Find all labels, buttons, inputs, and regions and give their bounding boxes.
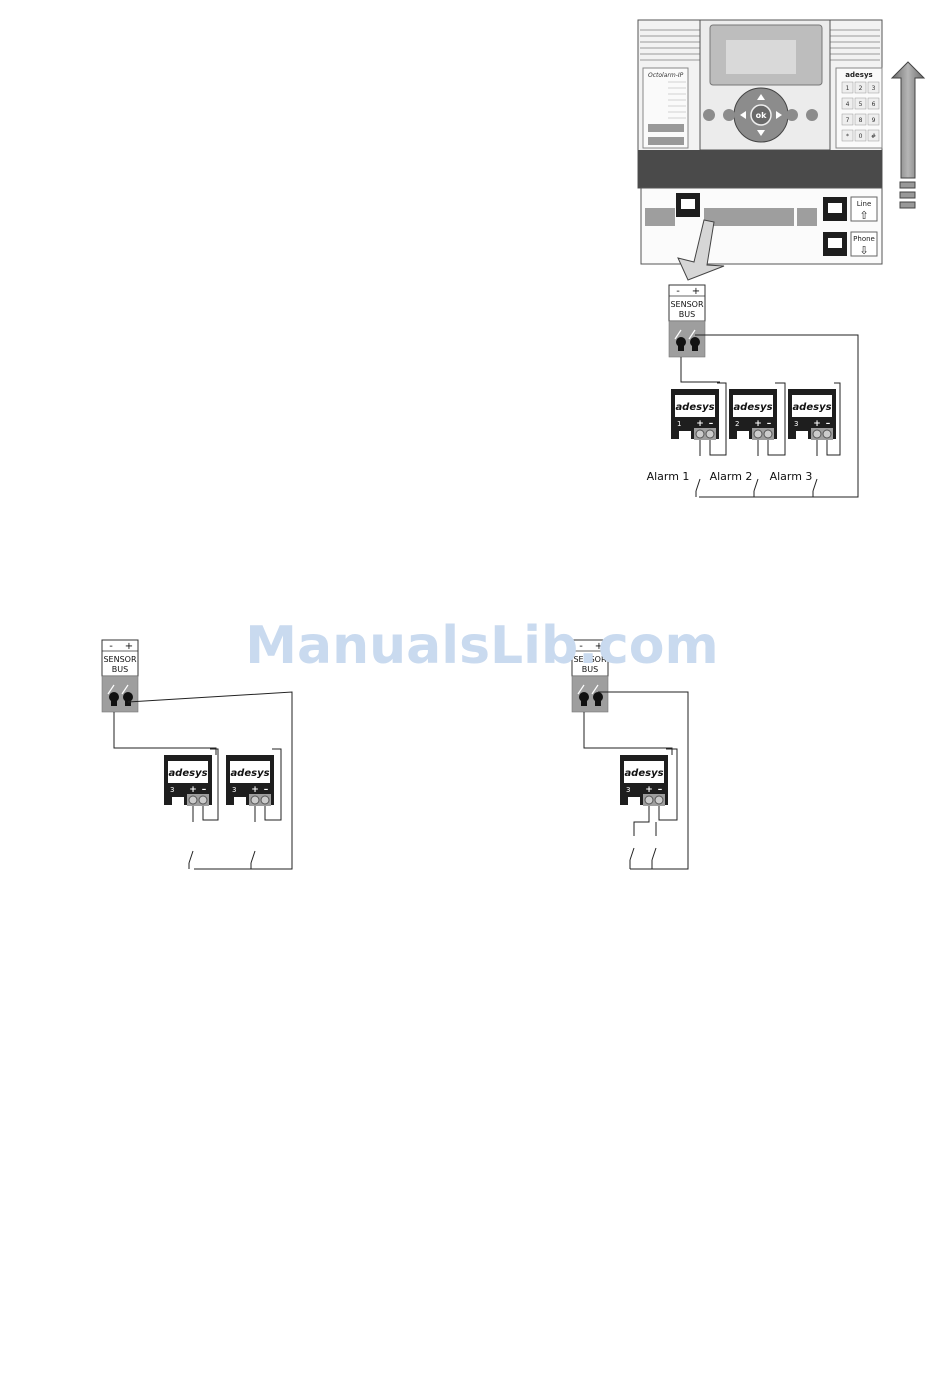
keypad-key-label: 6: [872, 101, 876, 108]
module-minus-label: –: [767, 419, 772, 429]
module-brand-logo: adesys: [230, 768, 269, 779]
module-plus-screw[interactable]: [813, 430, 821, 438]
module-minus-label: –: [658, 785, 663, 795]
adesys-module: adesys 3 +–: [226, 755, 274, 806]
module-number: 2: [735, 420, 739, 428]
alarm-label: Alarm 1: [647, 470, 690, 483]
alarm-device: Octolarm-IP ok adesys 1 2 3 4 5 6 7 8 9 * 0 #: [638, 20, 882, 280]
module-minus-screw[interactable]: [764, 430, 772, 438]
keypad-key-label: 4: [846, 101, 850, 108]
bus-label-line1: SENSOR: [103, 655, 136, 664]
mount-direction-arrow-icon: [892, 62, 924, 208]
bus-label-line2: BUS: [112, 665, 128, 674]
bus-minus-label: -: [676, 286, 680, 297]
wire: [114, 712, 216, 755]
module-plus-label: +: [813, 419, 821, 429]
module-minus-label: –: [202, 785, 207, 795]
keypad-key-label: #: [871, 133, 876, 140]
adesys-module: adesys 3 +–: [620, 755, 668, 806]
alarm-label: Alarm 3: [770, 470, 813, 483]
soft-key-2[interactable]: [723, 109, 735, 121]
alarm-label: Alarm 2: [710, 470, 753, 483]
module-number: 3: [232, 786, 236, 794]
module-number: 3: [170, 786, 174, 794]
phone-label: Phone: [853, 235, 875, 243]
module-number: 3: [794, 420, 798, 428]
module-plus-screw[interactable]: [645, 796, 653, 804]
module-minus-screw[interactable]: [199, 796, 207, 804]
wire: [681, 357, 720, 382]
alarm-contact-switch: [696, 440, 700, 497]
module-minus-label: –: [709, 419, 714, 429]
module-minus-screw[interactable]: [823, 430, 831, 438]
keypad-key-label: 3: [872, 85, 876, 92]
keypad-key-label: 0: [859, 133, 863, 140]
channel-panel: [643, 68, 688, 148]
keypad-key-label: 7: [846, 117, 850, 124]
alarm-contact-switch: [251, 806, 255, 869]
adesys-module: adesys 3 +–: [164, 755, 212, 806]
module-plus-screw[interactable]: [754, 430, 762, 438]
line-label: Line: [857, 200, 872, 208]
module-brand-logo: adesys: [675, 402, 714, 413]
keypad-key-label: 8: [859, 117, 863, 124]
module-minus-screw[interactable]: [706, 430, 714, 438]
keypad-key-label: 2: [859, 85, 863, 92]
module-brand-logo: adesys: [624, 768, 663, 779]
line-arrow-icon: ⇧: [859, 209, 868, 222]
module-number: 1: [677, 420, 681, 428]
module-plus-label: +: [251, 785, 259, 795]
keypad-key-label: *: [846, 133, 849, 140]
module-minus-screw[interactable]: [261, 796, 269, 804]
soft-key-3[interactable]: [786, 109, 798, 121]
ok-label: ok: [756, 111, 767, 120]
keypad-brand: adesys: [845, 71, 872, 79]
module-plus-label: +: [754, 419, 762, 429]
module-minus-screw[interactable]: [655, 796, 663, 804]
module-minus-label: –: [264, 785, 269, 795]
module-minus-label: –: [826, 419, 831, 429]
module-brand-logo: adesys: [168, 768, 207, 779]
keypad-key-label: 9: [872, 117, 876, 124]
alarm-contact-switch: [813, 440, 817, 497]
module-plus-label: +: [696, 419, 704, 429]
keypad-key-label: 5: [859, 101, 863, 108]
bus-label-line2: BUS: [679, 310, 695, 319]
watermark: ManualsLib.com: [245, 616, 718, 676]
module-plus-label: +: [189, 785, 197, 795]
module-brand-logo: adesys: [733, 402, 772, 413]
module-number: 3: [626, 786, 630, 794]
device-lower-band: [638, 150, 882, 188]
wiring-diagram-three-modules: -+SENSORBUSadesys1+–adesys2+–adesys3+–Al…: [647, 285, 858, 497]
bus-minus-label: -: [109, 641, 113, 652]
module-plus-screw[interactable]: [251, 796, 259, 804]
bus-plus-label: +: [125, 641, 133, 652]
alarm-contact-switch: [754, 440, 758, 497]
device-brand: Octolarm-IP: [648, 72, 684, 79]
bus-label-line1: SENSOR: [670, 300, 703, 309]
soft-key-4[interactable]: [806, 109, 818, 121]
adesys-module: adesys 2 +–: [729, 389, 777, 440]
module-plus-screw[interactable]: [696, 430, 704, 438]
keypad-key-label: 1: [846, 85, 850, 92]
module-plus-label: +: [645, 785, 653, 795]
adesys-module: adesys 3 +–: [788, 389, 836, 440]
phone-arrow-icon: ⇩: [859, 244, 868, 257]
adesys-module: adesys 1 +–: [671, 389, 719, 440]
module-brand-logo: adesys: [792, 402, 831, 413]
alarm-contact-switch: [189, 806, 193, 869]
wire: [634, 806, 649, 836]
bus-plus-label: +: [692, 286, 700, 297]
module-plus-screw[interactable]: [189, 796, 197, 804]
wire: [584, 712, 672, 755]
soft-key-1[interactable]: [703, 109, 715, 121]
